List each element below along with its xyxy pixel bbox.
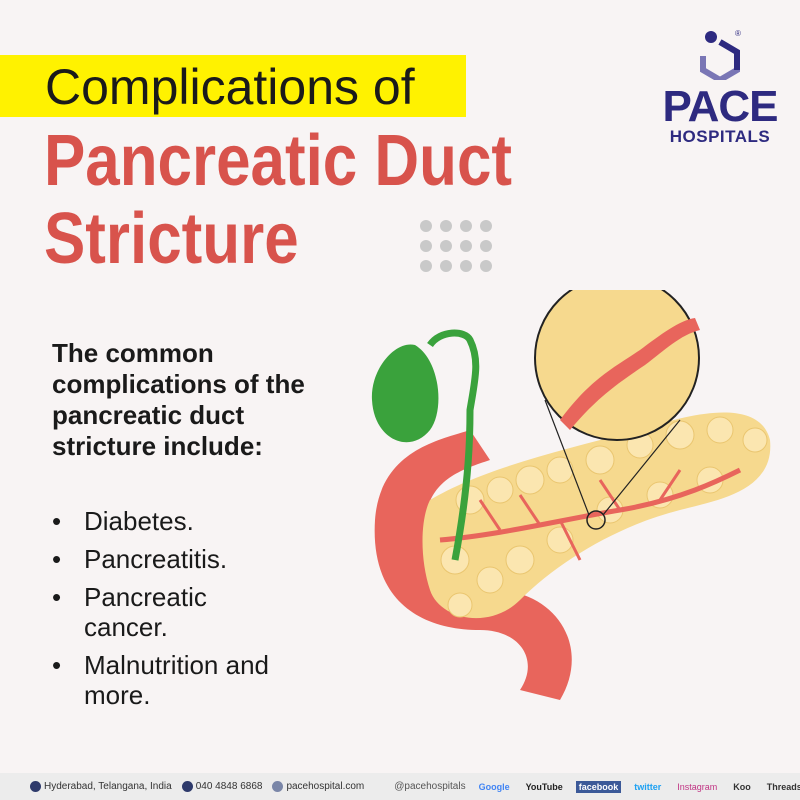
pancreas-illustration [371,290,771,700]
instagram-icon[interactable]: Instagram [677,781,718,792]
duodenum [374,430,572,700]
list-item: Pancreatitis. [52,544,272,574]
gallbladder [371,344,439,443]
title-line-1: Complications of [45,59,415,115]
phone-icon [181,780,193,792]
title-line-2: Pancreatic Duct [44,121,513,201]
logo-subtitle: HOSPITALS [669,127,771,146]
facebook-icon[interactable]: facebook [575,780,622,793]
list-item: Pancreatic cancer. [52,582,272,642]
decorative-dots [420,220,492,272]
google-icon[interactable]: Google [478,781,510,792]
intro-text: The common complications of the pancreat… [52,338,305,461]
title-highlight [0,55,466,117]
complications-list: Diabetes. Pancreatitis. Pancreatic cance… [52,506,272,718]
koo-icon[interactable]: Koo [733,781,751,792]
location-pin-icon [30,780,41,792]
list-item: Malnutrition and more. [52,650,272,710]
phone-text: 040 4848 6868 [195,781,263,793]
threads-icon[interactable]: Threads [766,781,800,792]
social-handle: @pacehospitals [394,781,466,792]
list-item: Diabetes. [52,506,272,536]
globe-icon [272,780,284,792]
footer-bar: Hyderabad, Telangana, India 040 4848 686… [0,773,800,800]
pace-hospitals-logo: ® PACE HOSPITALS [660,28,780,147]
location-text: Hyderabad, Telangana, India [44,781,172,793]
bile-duct [427,329,480,561]
magnified-view [534,290,700,441]
logo-icon: ® [700,29,741,84]
youtube-icon[interactable]: YouTube [525,781,563,792]
phone: 040 4848 6868 [181,780,263,793]
title-line-3: Stricture [44,199,299,279]
svg-text:®: ® [735,29,741,38]
location: Hyderabad, Telangana, India [30,780,172,793]
website[interactable]: pacehospital.com [272,780,365,793]
twitter-icon[interactable]: twitter [634,781,662,792]
website-text[interactable]: pacehospital.com [286,781,365,793]
logo-brand: PACE [662,82,779,131]
